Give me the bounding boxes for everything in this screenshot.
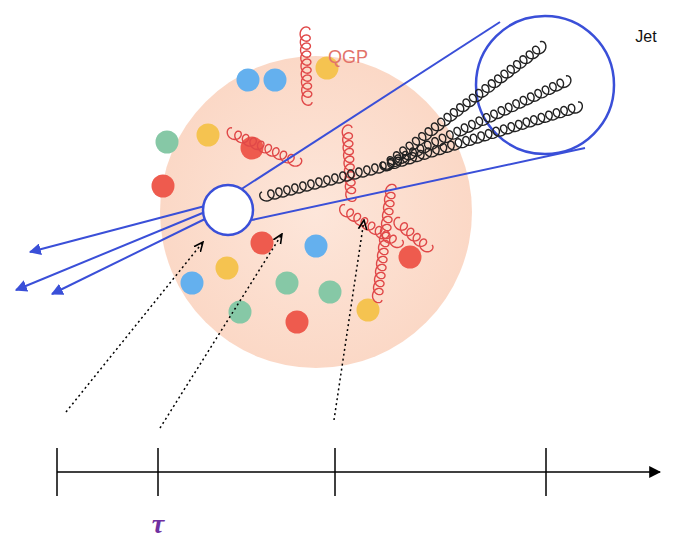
gluon — [394, 217, 433, 251]
parton — [156, 131, 179, 154]
gluon — [373, 184, 396, 302]
parton — [251, 232, 274, 255]
parton — [286, 311, 309, 334]
gluon — [260, 162, 386, 201]
parton — [399, 246, 422, 269]
medium-gluons — [227, 27, 433, 303]
parton — [237, 69, 260, 92]
outgoing-particles — [16, 206, 207, 294]
parton — [316, 57, 339, 80]
parton — [305, 235, 328, 258]
gluon — [300, 27, 312, 105]
parton — [152, 175, 175, 198]
parton — [264, 69, 287, 92]
gluon — [342, 125, 356, 201]
node-label: QGP — [328, 47, 368, 68]
gluon — [227, 128, 301, 166]
gluon — [381, 41, 546, 169]
time-label: τ — [152, 508, 164, 540]
jet-cone — [240, 22, 585, 220]
hard-scattering-vertex — [203, 185, 253, 235]
node-shape — [476, 16, 614, 154]
time-pointers — [66, 220, 364, 428]
parton — [216, 257, 239, 280]
parton — [319, 281, 342, 304]
parton — [181, 272, 204, 295]
parton — [276, 272, 299, 295]
parton — [197, 124, 220, 147]
gluon — [380, 102, 583, 171]
gluon — [340, 205, 404, 248]
time-axis — [57, 448, 660, 496]
jet-gluons — [260, 41, 583, 201]
node-label: Jet — [635, 28, 656, 46]
node-shape — [160, 56, 472, 368]
parton — [229, 301, 252, 324]
